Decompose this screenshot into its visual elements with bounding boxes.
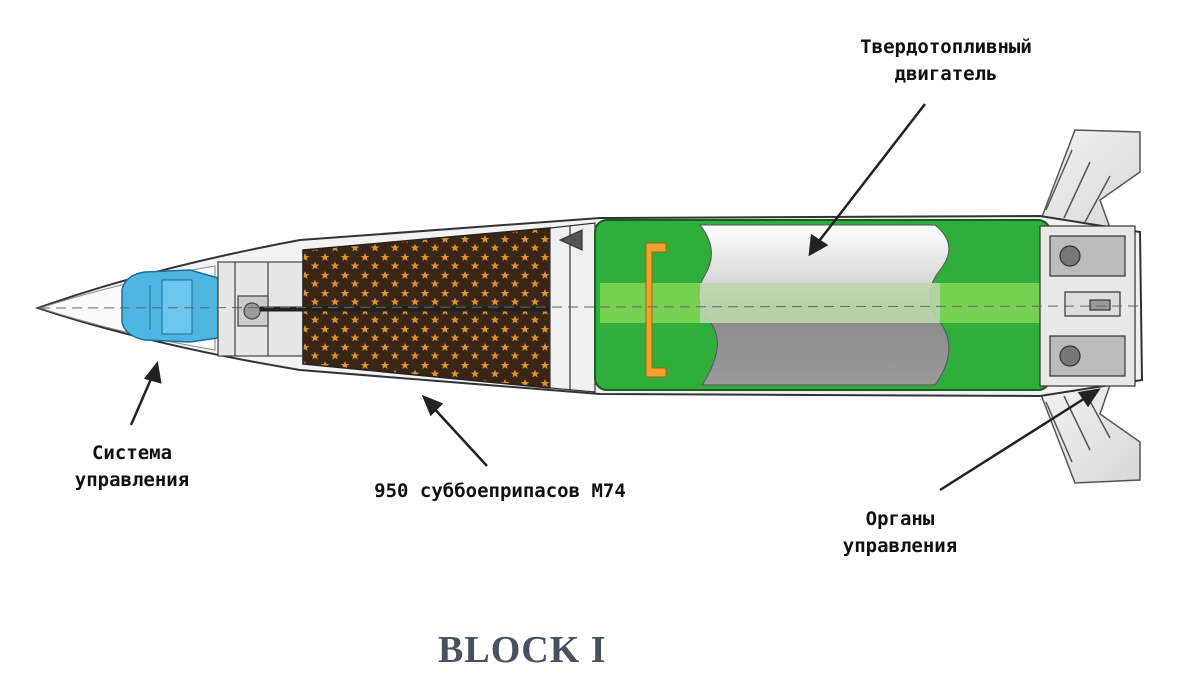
controls-arrow	[939, 393, 1091, 492]
submunitions-arrow	[429, 403, 488, 467]
controls-label-line1: Органы	[865, 508, 935, 530]
guidance-section	[121, 269, 219, 343]
solid-rocket-motor	[594, 219, 1051, 391]
engine-arrow	[815, 103, 926, 246]
diagram-title: BLOCK I	[438, 629, 607, 671]
guidance-arrow	[129, 371, 156, 426]
upper-fin	[1038, 129, 1141, 229]
submunitions-label-text: 950 суббоеприпасов М74	[374, 480, 626, 502]
engine-label-line2: двигатель	[894, 63, 998, 85]
guidance-label: Система управления	[32, 440, 232, 494]
guidance-label-line2: управления	[74, 469, 190, 491]
controls-label-line2: управления	[842, 535, 958, 557]
controls-label: Органы управления	[780, 506, 1020, 560]
submunitions-label: 950 суббоеприпасов М74	[290, 478, 710, 505]
engine-label-line1: Твердотопливный	[860, 36, 1032, 58]
guidance-label-line1: Система	[91, 442, 173, 464]
engine-label: Твердотопливный двигатель	[806, 34, 1086, 88]
